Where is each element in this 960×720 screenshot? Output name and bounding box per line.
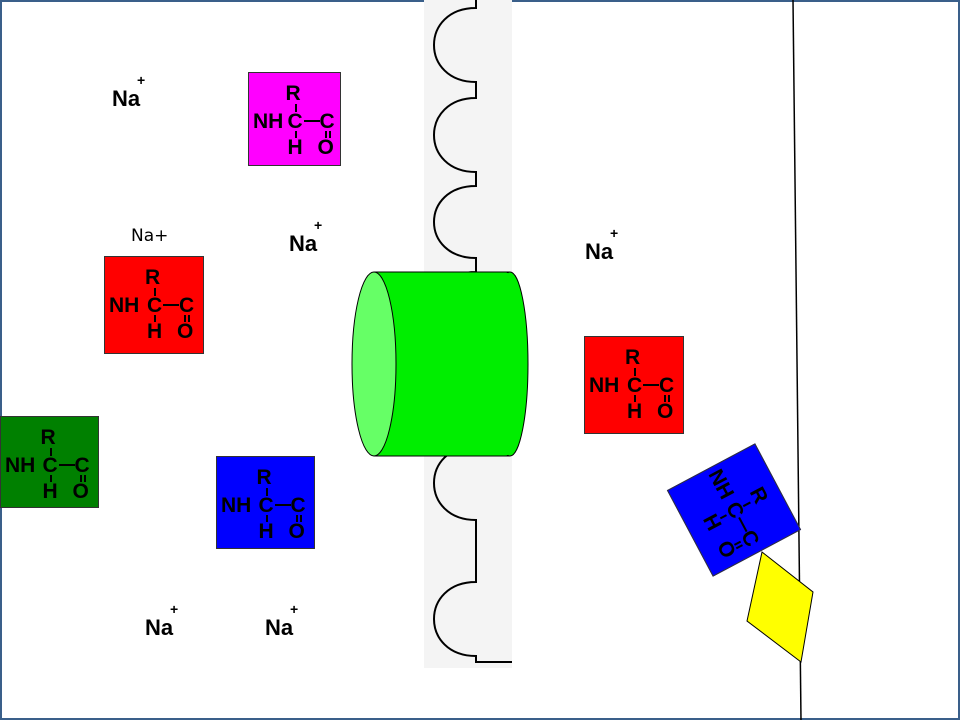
charge-sign: + xyxy=(290,601,299,617)
sodium-symbol: Na xyxy=(585,239,614,264)
charge-sign: + xyxy=(137,72,146,88)
bond-c-c xyxy=(643,384,659,386)
carboxyl-carbon: C xyxy=(74,454,90,477)
side-chain-r: R xyxy=(625,346,641,369)
bond-c-c xyxy=(163,304,179,306)
bond-r-c xyxy=(634,368,636,376)
hydrogen-atom: H xyxy=(287,136,303,159)
bond-r-c xyxy=(49,448,52,456)
hydrogen-atom: H xyxy=(698,510,726,535)
side-chain-r: R xyxy=(40,426,56,449)
amine-group: NH xyxy=(589,374,620,397)
bond-c-c xyxy=(58,464,75,466)
charge-sign: + xyxy=(314,217,323,233)
sodium-symbol: Na xyxy=(112,86,141,111)
sodium-symbol: Na xyxy=(289,231,318,256)
bond-c-h xyxy=(154,315,156,322)
alpha-carbon: C xyxy=(258,494,274,517)
carboxyl-carbon: C xyxy=(290,494,306,517)
transporter-channel xyxy=(351,271,529,457)
hydrogen-atom: H xyxy=(42,480,58,503)
alpha-carbon: C xyxy=(147,294,163,317)
amine-group: NH xyxy=(253,110,284,133)
bond-c-o-1 xyxy=(295,515,298,522)
carboxyl-carbon: C xyxy=(659,374,675,397)
hydrogen-atom: H xyxy=(258,520,274,543)
bond-c-h xyxy=(634,395,636,402)
bond-c-o-2 xyxy=(328,131,331,138)
bond-c-o-2 xyxy=(83,475,86,482)
bond-r-c xyxy=(294,104,297,112)
sodium-ion: Na + xyxy=(289,217,322,257)
oxygen-atom: O xyxy=(317,136,334,159)
bond-c-h xyxy=(294,131,297,138)
alpha-carbon: C xyxy=(42,454,58,477)
bond-c-c xyxy=(274,504,291,506)
transporter-front-face xyxy=(351,271,397,457)
bond-c-o-2 xyxy=(668,395,670,402)
oxygen-atom: O xyxy=(712,536,741,563)
sodium-ion: Na + xyxy=(265,601,298,641)
yellow-receptor xyxy=(746,551,814,663)
amine-group: NH xyxy=(221,494,252,517)
sodium-symbol: Na xyxy=(145,615,174,640)
bond-c-o-1 xyxy=(664,395,666,402)
amine-group: NH xyxy=(5,454,36,477)
hydrogen-atom: H xyxy=(627,400,643,423)
side-chain-r: R xyxy=(145,266,161,289)
side-chain-r: R xyxy=(256,466,272,489)
hydrogen-atom: H xyxy=(147,320,163,343)
oxygen-atom: O xyxy=(288,520,305,543)
amine-group: NH xyxy=(109,294,140,317)
alpha-carbon: C xyxy=(287,110,303,133)
carboxyl-carbon: C xyxy=(179,294,195,317)
bond-c-c xyxy=(738,517,748,533)
bond-c-h xyxy=(265,515,268,522)
side-chain-r: R xyxy=(285,82,301,105)
charge-sign: + xyxy=(170,601,179,617)
sodium-ion: Na + xyxy=(112,72,145,112)
oxygen-atom: O xyxy=(177,320,194,343)
bond-r-c xyxy=(154,288,156,296)
alpha-carbon: C xyxy=(721,498,749,523)
bond-c-c xyxy=(303,120,320,122)
bond-c-o-1 xyxy=(184,315,186,322)
bond-c-o-2 xyxy=(188,315,190,322)
sodium-ion: Na + xyxy=(145,601,178,641)
carboxyl-carbon: C xyxy=(319,110,335,133)
bond-c-o-1 xyxy=(79,475,82,482)
oxygen-atom: O xyxy=(72,480,89,503)
bond-c-h xyxy=(49,475,52,482)
sodium-symbol: Na xyxy=(265,615,294,640)
oxygen-atom: O xyxy=(657,400,674,423)
bond-c-o-2 xyxy=(299,515,302,522)
sodium-label-plain: Na+ xyxy=(131,226,169,246)
sodium-ion: Na + xyxy=(585,225,618,265)
bond-c-o-1 xyxy=(324,131,327,138)
amine-group: NH xyxy=(703,465,739,504)
charge-sign: + xyxy=(610,225,619,241)
alpha-carbon: C xyxy=(627,374,643,397)
bond-r-c xyxy=(265,488,268,496)
